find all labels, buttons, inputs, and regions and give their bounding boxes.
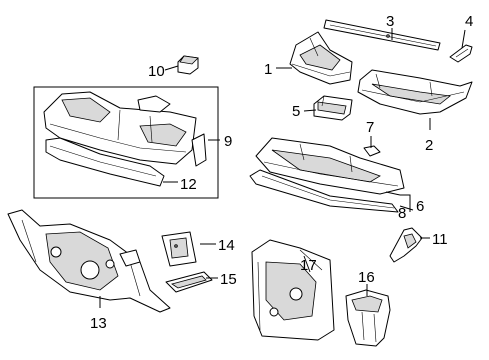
part-10-block[interactable] bbox=[177, 55, 199, 75]
part-13-dash-panel[interactable] bbox=[7, 209, 171, 313]
part-6-cowl-panel[interactable] bbox=[255, 137, 405, 195]
part-17-panel[interactable] bbox=[251, 239, 335, 341]
callout-16: 16 bbox=[358, 269, 375, 286]
part-1-cowl-panel[interactable] bbox=[289, 31, 353, 85]
part-14-bracket[interactable] bbox=[161, 231, 197, 267]
callout-7: 7 bbox=[366, 119, 374, 136]
callout-6: 6 bbox=[416, 198, 424, 215]
inset-box bbox=[33, 86, 219, 199]
part-9-inner-panel[interactable] bbox=[43, 91, 207, 167]
callout-10: 10 bbox=[148, 63, 165, 80]
callout-12: 12 bbox=[180, 176, 197, 193]
callout-14: 14 bbox=[218, 237, 235, 254]
callouts: 3 4 1 10 5 7 2 9 12 6 8 11 14 17 15 16 1… bbox=[90, 13, 473, 332]
callout-1: 1 bbox=[264, 61, 272, 78]
callout-11: 11 bbox=[432, 231, 448, 248]
callout-15: 15 bbox=[220, 271, 237, 288]
part-8-strip[interactable] bbox=[249, 169, 399, 213]
callout-4: 4 bbox=[465, 13, 473, 30]
callout-13: 13 bbox=[90, 315, 107, 332]
part-4-bracket[interactable] bbox=[449, 44, 473, 63]
part-2-cowl-lower[interactable] bbox=[357, 69, 473, 115]
callout-3: 3 bbox=[386, 13, 394, 30]
callout-8: 8 bbox=[398, 205, 406, 222]
part-16-bracket[interactable] bbox=[345, 289, 391, 347]
callout-9: 9 bbox=[224, 133, 232, 150]
part-12-lower-strip[interactable] bbox=[45, 137, 165, 187]
callout-2: 2 bbox=[425, 137, 433, 154]
callout-17: 17 bbox=[300, 257, 317, 274]
leader-lines bbox=[99, 28, 466, 308]
part-15-bracket[interactable] bbox=[165, 271, 213, 293]
part-11-bracket[interactable] bbox=[389, 227, 423, 263]
part-3-cowl-strip[interactable] bbox=[323, 19, 441, 51]
callout-5: 5 bbox=[292, 103, 300, 120]
part-7-clip[interactable] bbox=[363, 145, 381, 157]
part-5-box[interactable] bbox=[313, 95, 353, 121]
